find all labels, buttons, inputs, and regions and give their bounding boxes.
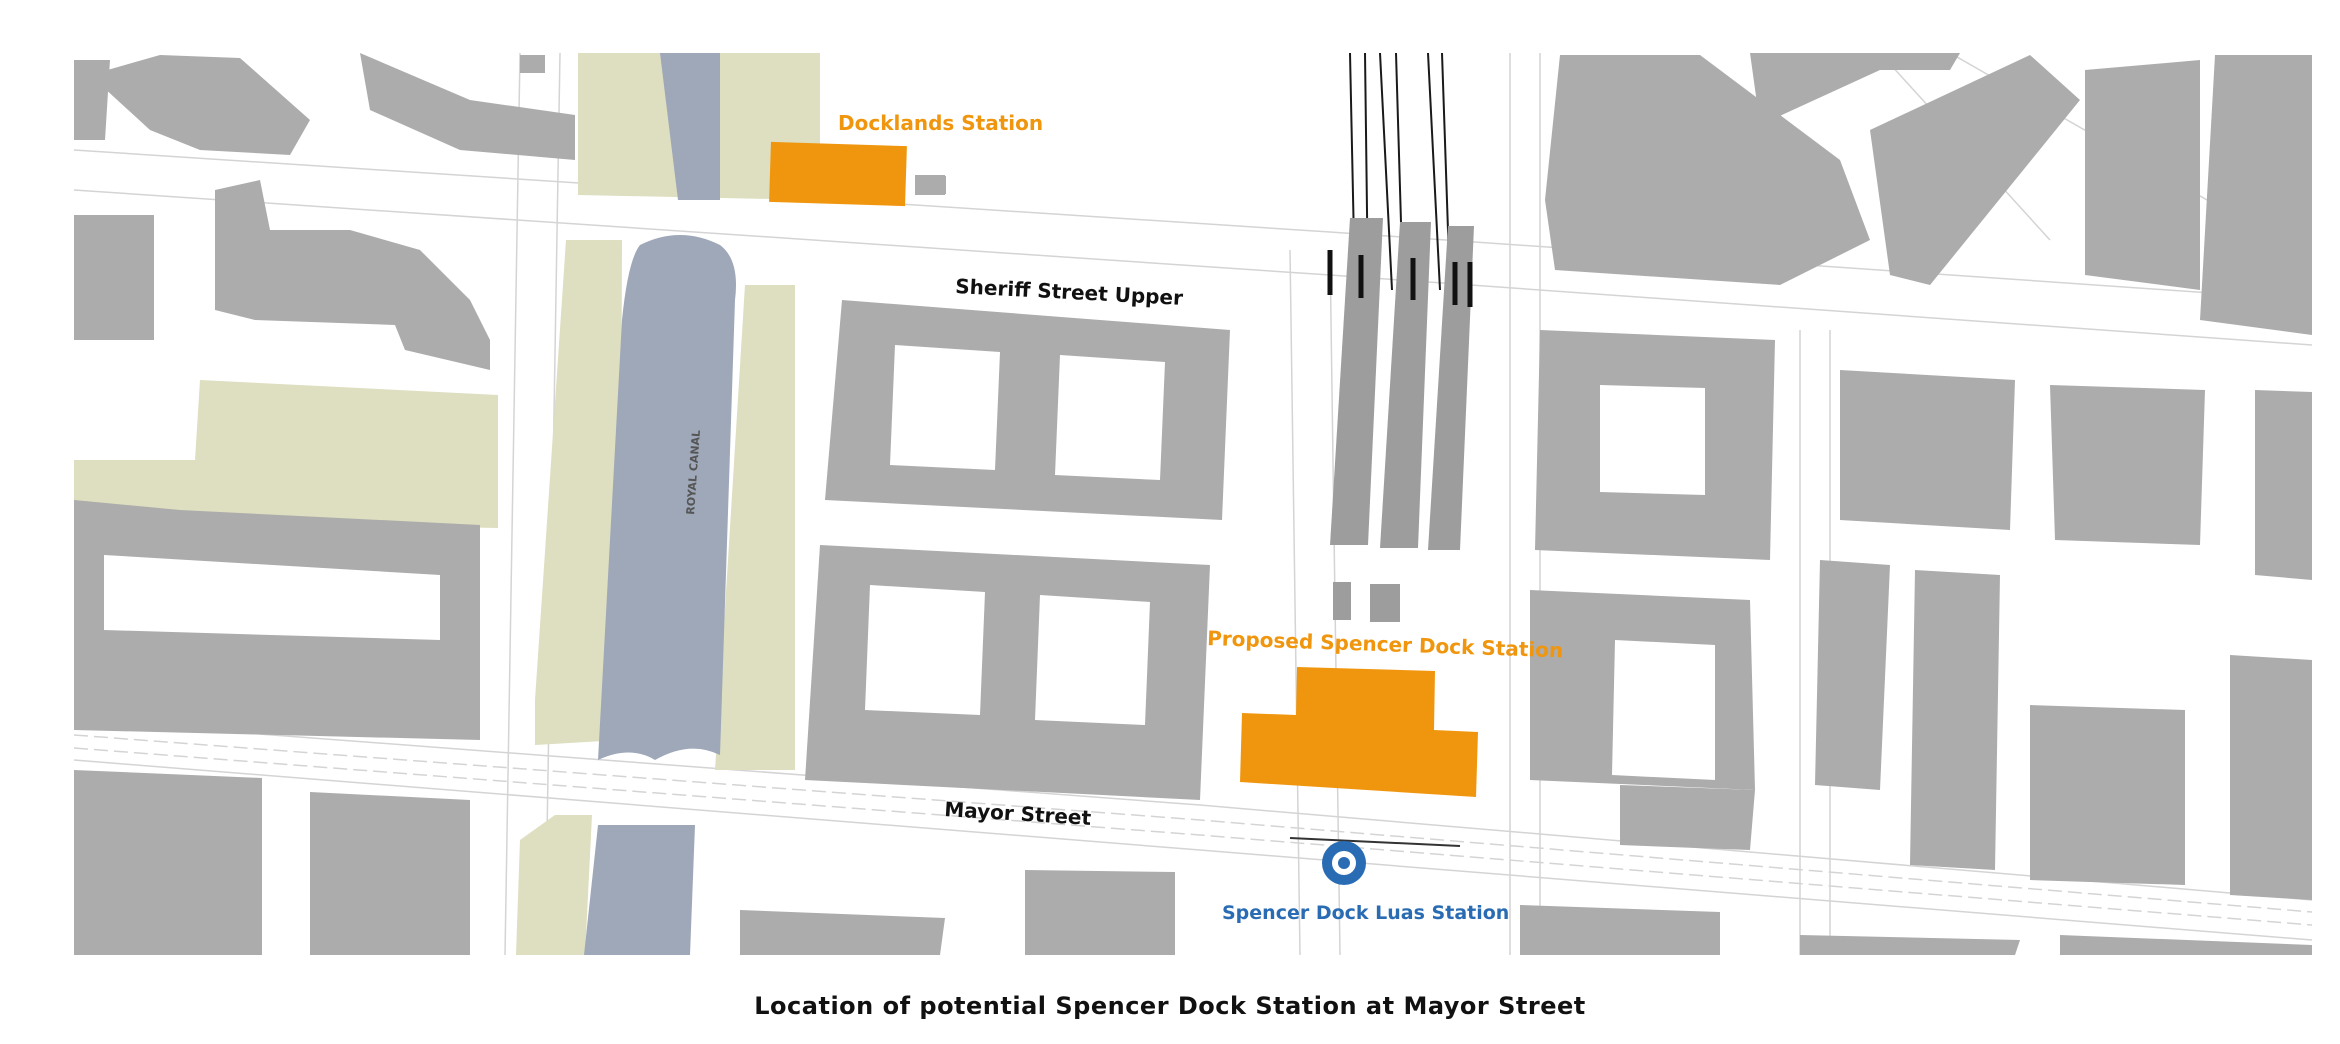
buildings <box>74 53 2312 955</box>
royal-canal-label: ROYAL CANAL <box>684 429 703 515</box>
proposed-station-footprint <box>1240 667 1478 797</box>
luas-platform-line <box>1289 837 1461 847</box>
docklands-station-label: Docklands Station <box>838 111 1043 135</box>
docklands-annex <box>916 176 946 194</box>
rail-bridge-marks <box>1327 250 1473 307</box>
luas-station-label: Spencer Dock Luas Station <box>1222 902 1509 924</box>
courtyards <box>104 345 1715 780</box>
parkland <box>74 53 820 955</box>
royal-canal <box>584 53 736 955</box>
docklands-station-footprint <box>769 141 907 207</box>
figure-caption: Location of potential Spencer Dock Stati… <box>754 992 1586 1020</box>
platforms <box>1330 218 1474 622</box>
luas-stop-icon <box>1322 841 1366 885</box>
